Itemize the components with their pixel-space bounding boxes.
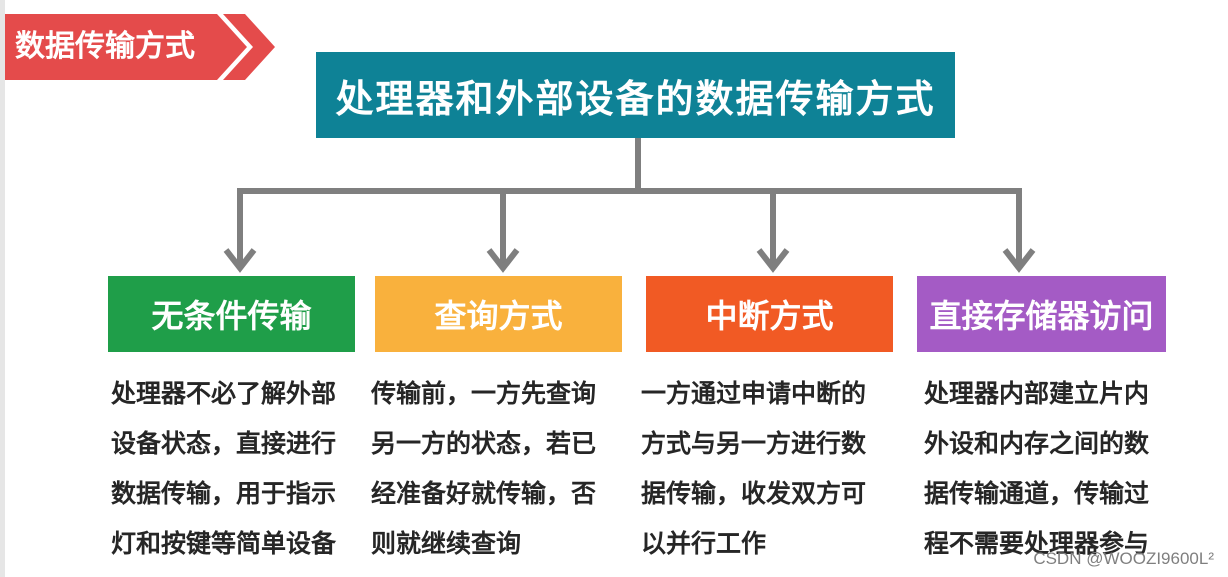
- section-tag: 数据传输方式: [5, 14, 275, 80]
- description-interrupt: 一方通过申请中断的 方式与另一方进行数 据传输，收发双方可 以并行工作: [641, 369, 866, 569]
- arrowhead-1: [223, 248, 257, 273]
- description-unconditional: 处理器不必了解外部 设备状态，直接进行 数据传输，用于指示 灯和按键等简单设备: [111, 369, 336, 569]
- category-label: 查询方式: [434, 297, 563, 335]
- root-node: 处理器和外部设备的数据传输方式: [316, 52, 955, 138]
- tag-chevron-shape: [5, 14, 275, 80]
- description-line: 以并行工作: [641, 529, 767, 558]
- category-label: 无条件传输: [151, 297, 312, 335]
- left-edge-strip: [0, 0, 5, 577]
- description-line: 另一方的状态，若已: [371, 429, 597, 458]
- description-line: 处理器内部建立片内: [924, 379, 1150, 408]
- description-line: 则就继续查询: [371, 529, 522, 558]
- description-line: 设备状态，直接进行: [111, 429, 337, 458]
- section-tag-label: 数据传输方式: [15, 29, 195, 64]
- description-line: 方式与另一方进行数: [641, 429, 867, 458]
- description-line: 外设和内存之间的数: [924, 429, 1150, 458]
- root-node-label: 处理器和外部设备的数据传输方式: [335, 76, 936, 121]
- arrowhead-2: [486, 248, 520, 273]
- category-label: 直接存储器访问: [929, 297, 1154, 335]
- description-polling: 传输前，一方先查询 另一方的状态，若已 经准备好就传输，否 则就继续查询: [371, 369, 596, 569]
- description-line: 数据传输，用于指示: [111, 479, 337, 508]
- description-dma: 处理器内部建立片内 外设和内存之间的数 据传输通道，传输过 程不需要处理器参与: [924, 369, 1149, 569]
- category-box-unconditional: 无条件传输: [108, 276, 355, 352]
- description-line: 程不需要处理器参与: [924, 529, 1150, 558]
- description-line: 据传输，收发双方可: [641, 479, 867, 508]
- category-box-interrupt: 中断方式: [646, 276, 893, 352]
- description-line: 传输前，一方先查询: [371, 379, 597, 408]
- description-line: 一方通过申请中断的: [641, 379, 867, 408]
- description-line: 经准备好就传输，否: [371, 479, 597, 508]
- description-line: 据传输通道，传输过: [924, 479, 1150, 508]
- arrowhead-4: [1002, 248, 1036, 273]
- category-label: 中断方式: [705, 297, 834, 335]
- category-box-polling: 查询方式: [375, 276, 622, 352]
- arrowhead-3: [756, 248, 790, 273]
- watermark: CSDN @WOOZI9600L²: [1033, 549, 1214, 568]
- category-box-dma: 直接存储器访问: [917, 276, 1166, 352]
- description-line: 处理器不必了解外部: [111, 379, 337, 408]
- description-line: 灯和按键等简单设备: [111, 529, 337, 558]
